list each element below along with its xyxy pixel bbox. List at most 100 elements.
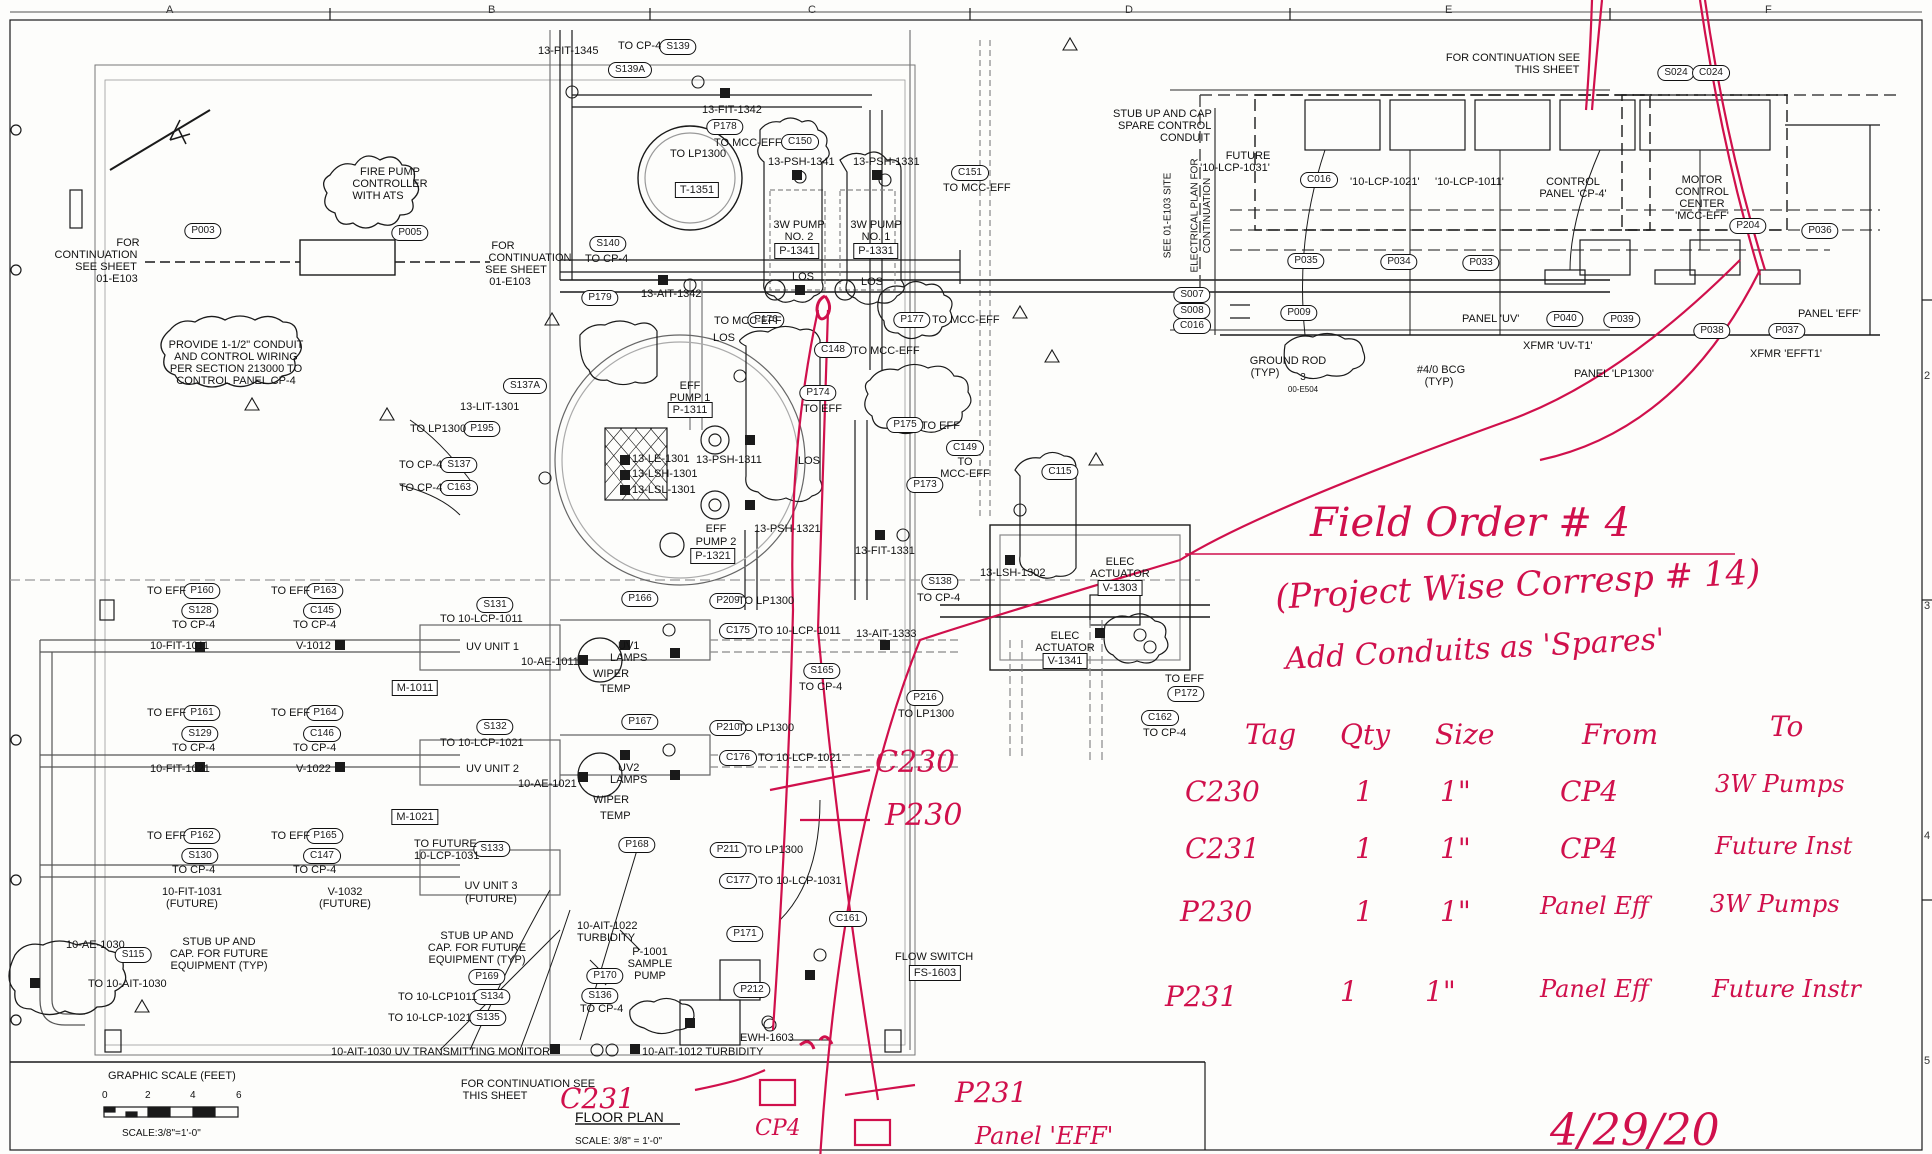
tag-s132: S132 xyxy=(476,719,514,735)
tag-p209: P209 xyxy=(709,593,747,609)
hw-row3-tag: P230 xyxy=(1180,895,1253,928)
label-prov-l4: CONTROL PANEL CP-4 xyxy=(176,375,296,387)
label-uvunit1: UV UNIT 1 xyxy=(466,641,519,653)
label-forcont-l2: CONTINUATION xyxy=(54,249,138,261)
label-tolcp1021: TO 10-LCP-1021 xyxy=(440,737,524,749)
tag-s130: S130 xyxy=(181,848,219,864)
label-ait1012: 10-AIT-1012 TURBIDITY xyxy=(642,1046,764,1058)
grid-col-b: B xyxy=(488,4,496,16)
grid-col-e: E xyxy=(1445,4,1453,16)
hw-row1-from: CP4 xyxy=(1560,775,1619,808)
label-stub2-l2: CAP. FOR FUTURE xyxy=(427,942,527,954)
label-effpump1-l2: PUMP 1 xyxy=(669,392,711,404)
label-futurelcp-l1: FUTURE xyxy=(1225,150,1271,162)
tag-p171: P171 xyxy=(726,926,764,942)
tag-c149: C149 xyxy=(946,440,984,456)
tag-p211: P211 xyxy=(709,842,747,858)
label-psh1321: 13-PSH-1321 xyxy=(754,523,821,535)
label-forcont2-l2: CONTINUATION xyxy=(488,252,572,264)
label-stubup-l2: SPARE CONTROL xyxy=(1118,120,1212,132)
label-mcc-l3: CENTER xyxy=(1679,198,1725,210)
tag-c115: C115 xyxy=(1041,464,1079,480)
tag-c145: C145 xyxy=(303,603,341,619)
label-stub2-l3: EQUIPMENT (TYP) xyxy=(428,954,526,966)
label-tolcp1011: TO 10-LCP-1011 xyxy=(440,613,523,625)
label-prov-l1: PROVIDE 1-1/2" CONDUIT xyxy=(168,339,304,351)
tag-s134: S134 xyxy=(473,989,511,1005)
tag-p177: P177 xyxy=(893,312,931,328)
label-los-d: LOS xyxy=(798,455,821,467)
label-toeff-r2a: TO EFF xyxy=(147,707,186,719)
label-los-b: LOS xyxy=(861,276,884,288)
tag-s129: S129 xyxy=(181,726,219,742)
label-v1022: V-1022 xyxy=(296,763,331,775)
label-flowswitch: FLOW SWITCH xyxy=(895,951,974,963)
label-toeff-r3a: TO EFF xyxy=(147,830,186,842)
label-ref3: 3 xyxy=(1300,372,1306,383)
label-wiper2: WIPER xyxy=(593,794,630,806)
tag-p212: P212 xyxy=(733,982,771,998)
hw-row4-from: Panel Eff xyxy=(1540,975,1649,1003)
equip-t1351: T-1351 xyxy=(674,182,720,198)
label-tolp1300-c: TO LP1300 xyxy=(410,423,467,435)
label-tolp1300-d: TO LP1300 xyxy=(738,595,795,607)
hw-row1-qty: 1 xyxy=(1355,775,1373,808)
equip-p1331: P-1331 xyxy=(853,243,899,259)
hw-title-l1: Field Order # 4 xyxy=(1310,500,1631,546)
label-ae1021: 10-AE-1021 xyxy=(518,778,577,790)
tag-p003: P003 xyxy=(184,223,222,239)
tag-c016: C016 xyxy=(1300,172,1338,188)
label-tolcp1031: TO 10-LCP-1031 xyxy=(758,875,842,887)
label-tolcp1021-c: TO 10-LCP-1021 xyxy=(388,1012,472,1024)
label-cp4-l1: CONTROL xyxy=(1546,176,1600,188)
label-toeff-r3b: TO EFF xyxy=(271,830,310,842)
label-tolp1300-a: TO LP1300 xyxy=(670,148,727,160)
label-lit1301: 13-LIT-1301 xyxy=(460,401,520,413)
tag-p161: P161 xyxy=(183,705,221,721)
hw-row4-tag: P231 xyxy=(1165,980,1238,1013)
tag-p037: P037 xyxy=(1768,323,1806,339)
tag-c147: C147 xyxy=(303,848,341,864)
hw-table-header-from: From xyxy=(1582,718,1659,751)
label-ae1030: 10-AE-1030 xyxy=(66,939,125,951)
grid-col-f: F xyxy=(1765,4,1772,16)
label-elecact2-l1: ELEC xyxy=(1050,630,1080,642)
label-tocp4-r2b: TO CP-4 xyxy=(293,742,337,754)
hw-table-header-qty: Qty xyxy=(1340,718,1391,751)
hw-row4-size: 1" xyxy=(1425,975,1456,1008)
tag-p166: P166 xyxy=(621,591,659,607)
hw-panel-eff: Panel 'EFF' xyxy=(975,1122,1114,1150)
tag-c177: C177 xyxy=(719,873,757,889)
tag-p005: P005 xyxy=(391,225,429,241)
label-cp4-l2: PANEL 'CP-4' xyxy=(1539,188,1607,200)
label-tomcc-c: TO MCC-EFF xyxy=(714,315,782,327)
grid-row-3: 3 xyxy=(1924,600,1931,612)
label-fpc-l1: FIRE PUMP xyxy=(360,166,420,178)
label-stub1-l2: CAP. FOR FUTURE xyxy=(169,948,269,960)
label-lcp1021: '10-LCP-1021' xyxy=(1350,176,1420,188)
tag-p175: P175 xyxy=(886,417,924,433)
tag-s135: S135 xyxy=(469,1010,507,1026)
hw-row1-size: 1" xyxy=(1440,775,1471,808)
label-lsh1302: 13-LSH-1302 xyxy=(980,567,1046,579)
label-forcont-bot-l2: THIS SHEET xyxy=(462,1090,528,1102)
tag-s008: S008 xyxy=(1173,303,1211,319)
label-pump1-l2: NO. 1 xyxy=(861,231,891,243)
label-tomcc-e: TO MCC-EFF xyxy=(852,345,920,357)
label-tolcp1011-b: TO 10-LCP-1011 xyxy=(758,625,841,637)
floor-plan-title: FLOOR PLAN xyxy=(575,1109,664,1125)
tag-c024: C024 xyxy=(1692,65,1730,81)
hw-row3-size: 1" xyxy=(1440,895,1471,928)
tag-p179: P179 xyxy=(581,290,619,306)
tag-p035: P035 xyxy=(1287,253,1325,269)
tag-c161: C161 xyxy=(829,911,867,927)
label-prov-l2: AND CONTROL WIRING xyxy=(174,351,298,363)
label-toeff-r2b: TO EFF xyxy=(271,707,310,719)
tag-p216: P216 xyxy=(906,690,944,706)
grid-row-2: 2 xyxy=(1924,370,1931,382)
grid-col-c: C xyxy=(808,4,816,16)
scale-title: GRAPHIC SCALE (FEET) xyxy=(108,1070,236,1082)
tag-p172: P172 xyxy=(1167,686,1205,702)
label-fit1031: 10-FIT-1031 xyxy=(162,886,222,898)
label-temp2: TEMP xyxy=(600,810,631,822)
